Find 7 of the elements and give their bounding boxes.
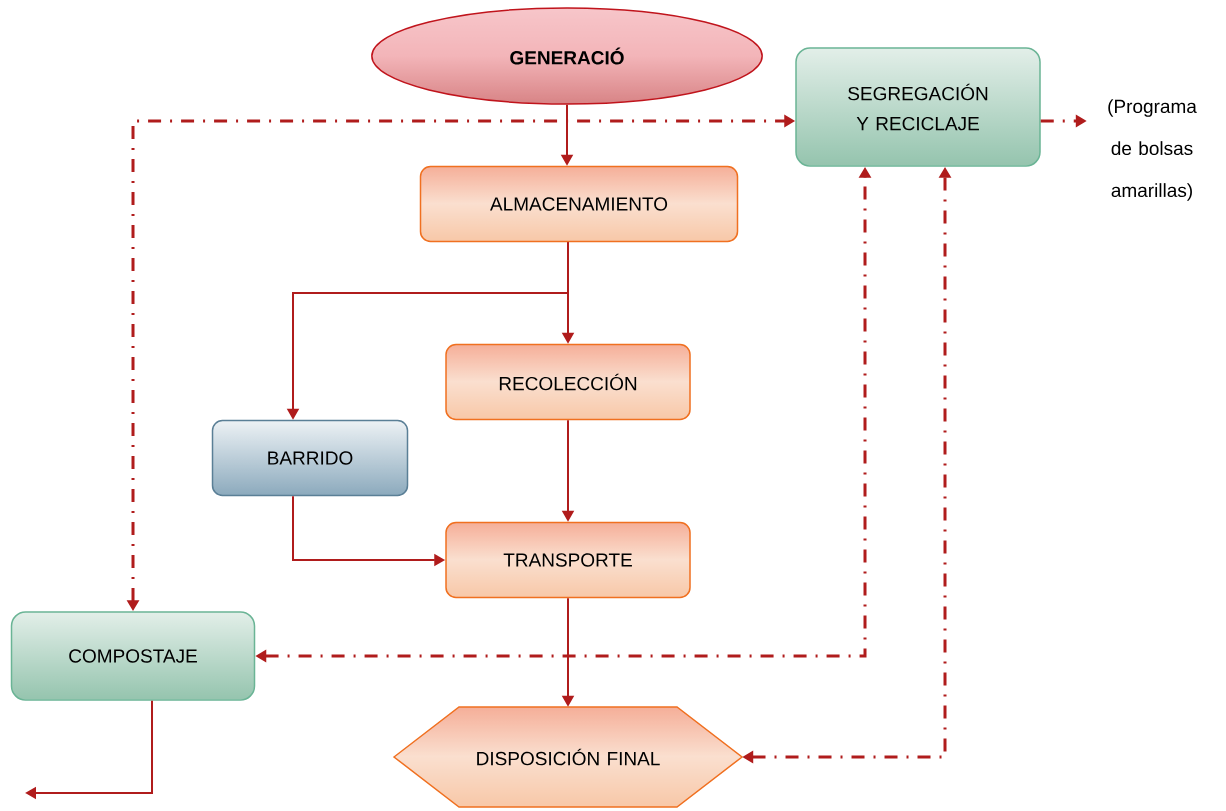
process-box: BARRIDO [211,419,409,497]
note-text: (Programa de bolsas amarillas) [1108,99,1197,201]
process-box: SEGREGACIÓN Y RECICLAJE [795,47,1041,167]
process-box: COMPOSTAJE [10,611,256,701]
process-box: TRANSPORTE [445,521,691,599]
process-box: ALMACENAMIENTO [419,165,739,243]
process-box: RECOLECCIÓN [445,343,691,421]
